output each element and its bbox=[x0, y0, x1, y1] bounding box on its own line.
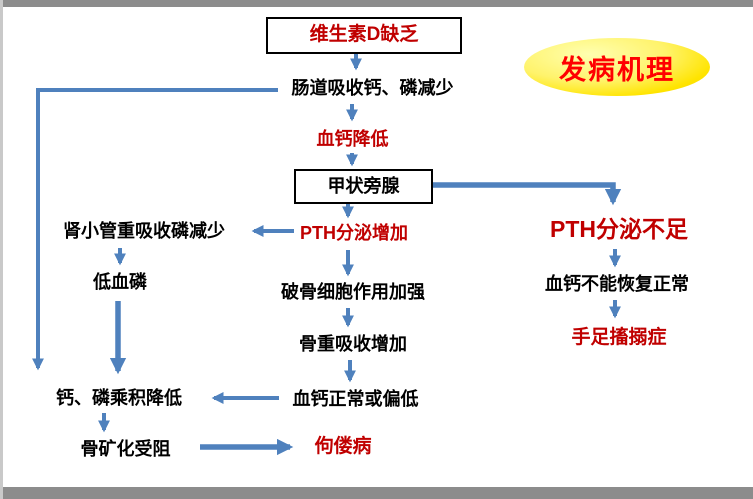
node-blood-calcium-decreased: 血钙降低 bbox=[316, 128, 389, 149]
node-tetany: 手足搐搦症 bbox=[571, 326, 667, 348]
arrow-parathyroid-to-pthlow bbox=[431, 182, 622, 206]
top-grey-strip bbox=[0, 0, 753, 7]
node-osteoclast-action-strengthened: 破骨细胞作用加强 bbox=[281, 281, 425, 302]
node-pth-secretion-increased: PTH分泌增加 bbox=[300, 222, 408, 243]
node-renal-phosphorus-reabsorption-decreased: 肾小管重吸收磷减少 bbox=[63, 220, 225, 241]
pathogenesis-title-badge: 发病机理 bbox=[524, 38, 710, 96]
node-bone-mineralization-blocked: 骨矿化受阻 bbox=[80, 438, 171, 459]
node-vitamin-d-deficiency: 维生素D缺乏 bbox=[266, 17, 462, 54]
pathogenesis-title-label: 发病机理 bbox=[559, 54, 675, 85]
node-blood-calcium-normal-or-low: 血钙正常或偏低 bbox=[292, 388, 419, 409]
left-grey-edge bbox=[0, 0, 3, 499]
node-ca-p-product-decreased: 钙、磷乘积降低 bbox=[56, 387, 182, 408]
node-parathyroid-gland: 甲状旁腺 bbox=[294, 169, 433, 204]
node-bone-resorption-increased: 骨重吸收增加 bbox=[299, 333, 407, 354]
node-pth-secretion-insufficient: PTH分泌不足 bbox=[550, 215, 688, 242]
node-rickets: 佝偻病 bbox=[314, 435, 372, 457]
bottom-grey-strip bbox=[0, 487, 753, 499]
node-intestinal-absorption-decreased: 肠道吸收钙、磷减少 bbox=[291, 77, 454, 98]
node-hypophosphatemia: 低血磷 bbox=[93, 271, 147, 292]
node-blood-calcium-cannot-recover: 血钙不能恢复正常 bbox=[545, 273, 689, 294]
